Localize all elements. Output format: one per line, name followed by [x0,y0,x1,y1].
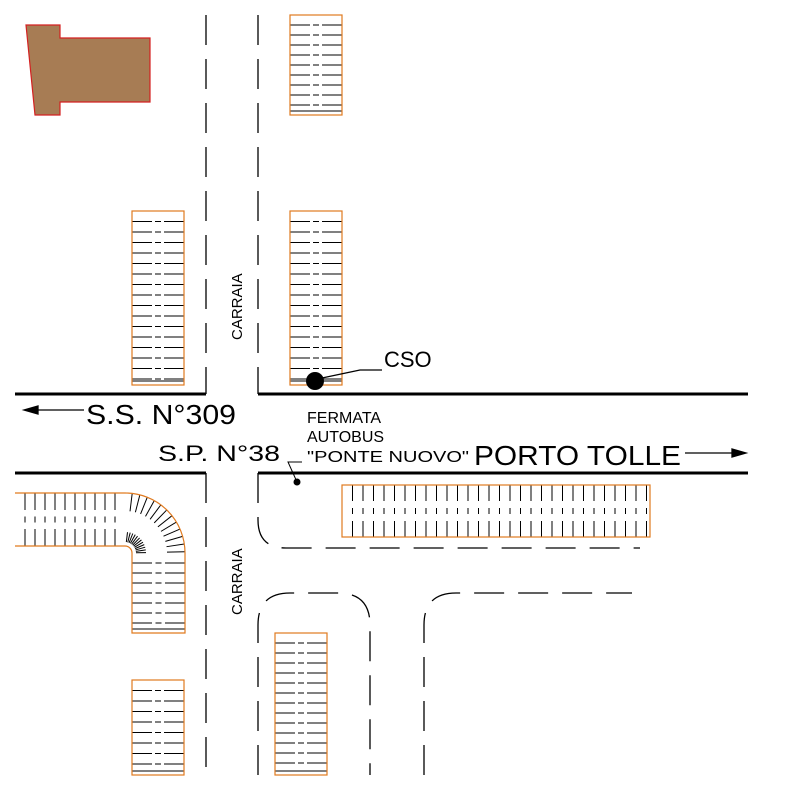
stall-line [160,521,177,532]
label-road-south: S.P. N°38 [158,441,280,466]
parking-corner-southwest [15,492,186,634]
arrow-east-head [731,448,749,458]
label-bus-stop-line3: "PONTE NUOVO" [307,449,469,466]
stall-line [166,543,185,548]
parking-north-top [289,14,343,116]
cso-leader-line [321,369,382,379]
stall-line [134,544,145,550]
parking-north-east [289,210,343,386]
parking-east-row [341,484,651,538]
label-road-east: PORTO TOLLE [474,440,681,471]
stall-line [133,539,142,547]
parking-south-center [274,632,328,776]
stall-line [125,532,129,543]
parking-north-west [131,210,185,386]
stall-line [135,549,146,552]
stall-line [128,533,134,543]
lane-south-edge-right-curve [257,473,640,549]
label-bus-stop-line2: AUTOBUS [307,429,384,446]
stall-line [129,493,133,512]
stall-line [153,509,168,524]
parking-hatch-layer [24,24,647,772]
stall-line [132,537,140,546]
stall-line [149,504,162,520]
label-lane-north: CARRAIA [229,273,246,340]
stall-line [135,546,146,551]
stall-line [134,541,144,548]
stall-line [145,500,155,517]
building [25,24,151,116]
stall-line [129,534,136,544]
stall-line [127,532,131,543]
label-lane-south: CARRAIA [229,548,246,615]
side-road-left-curve [257,592,371,775]
label-road-west: S.S. N°309 [86,399,236,430]
label-bus-stop-line1: FERMATA [307,410,381,427]
stall-line [140,497,148,515]
stall-line [134,494,141,513]
arrow-west-head [21,405,39,415]
stall-line [165,535,183,542]
parking-south-west [131,679,185,776]
bus-stop-leader-line [287,461,302,483]
cso-marker [306,372,324,390]
side-road-right-curve [423,592,632,775]
label-cso: CSO [384,347,432,372]
stall-line [163,528,181,537]
stall-line [157,515,173,528]
stall-line [131,535,138,545]
